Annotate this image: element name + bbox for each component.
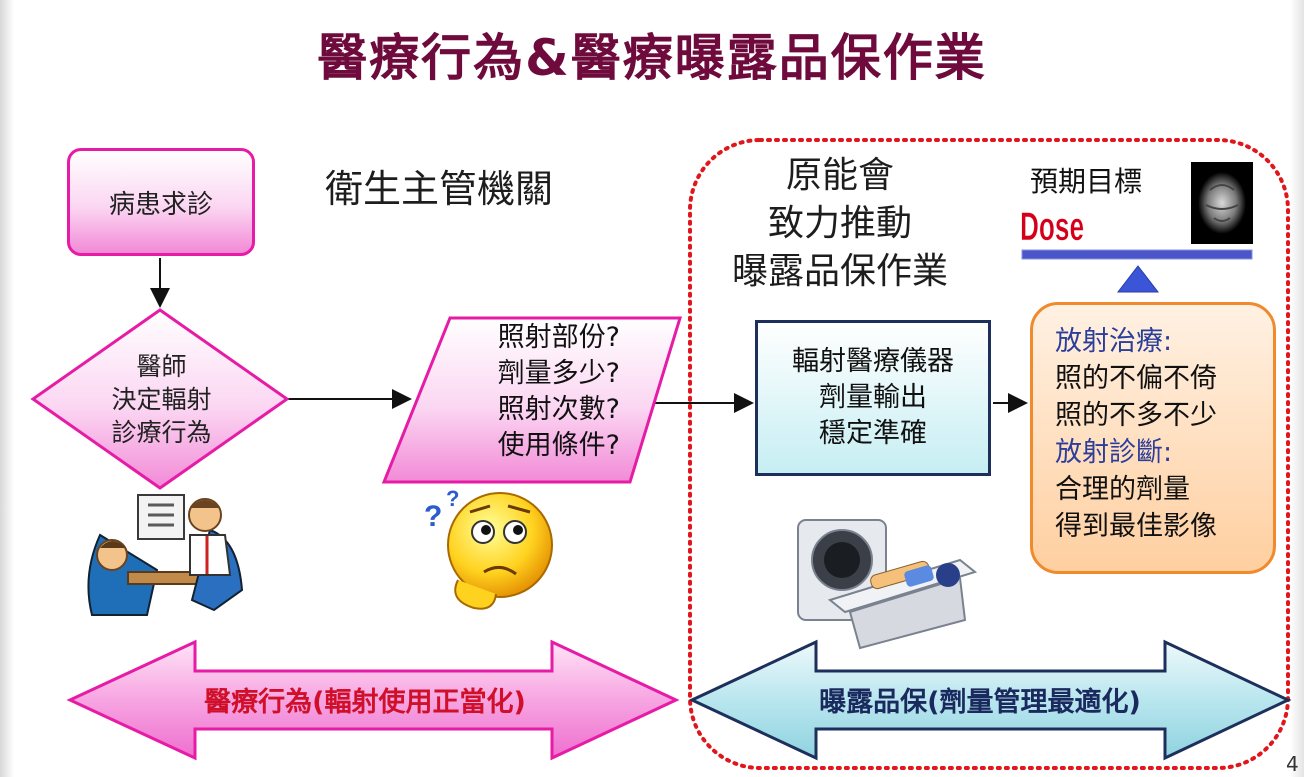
justification-arrow-label: 醫療行為(輻射使用正當化) [204, 687, 526, 718]
question-line: 使用條件? [497, 430, 620, 461]
balance-triangle-icon [1116, 265, 1160, 293]
device-line: 輻射醫療儀器 [792, 346, 954, 377]
questions-text: 照射部份? 劑量多少? 照射次數? 使用條件? [438, 320, 620, 464]
svg-text:Dose: Dose [1020, 205, 1084, 248]
aec-heading: 原能會 致力推動 曝露品保作業 [690, 152, 990, 296]
expected-goal-label: 預期目標 [1030, 165, 1143, 198]
arrow-right-double [688, 639, 1292, 761]
aec-line: 原能會 [785, 155, 894, 196]
goal-line-radiotherapy-heading: 放射治療: [1055, 326, 1173, 357]
device-box: 輻射醫療儀器 劑量輸出 穩定準確 [755, 320, 991, 476]
decision-line: 診療行為 [111, 418, 212, 447]
goal-line: 得到最佳影像 [1055, 511, 1217, 542]
aec-dotted-frame [688, 138, 1290, 770]
question-line: 劑量多少? [497, 358, 620, 389]
confused-smiley-icon: ? ? [424, 486, 553, 610]
slide-title: 醫療行為&醫療曝露品保作業 [317, 29, 987, 87]
question-line: 照射次數? [497, 394, 620, 425]
goal-bar [1021, 249, 1253, 260]
aec-line: 致力推動 [767, 203, 912, 244]
goals-box: 放射治療: 照的不偏不倚 照的不多不少 放射診斷: 合理的劑量 得到最佳影像 [1030, 302, 1276, 574]
arrow-left-double [66, 639, 680, 761]
goal-line: 合理的劑量 [1055, 474, 1190, 505]
svg-text:?: ? [446, 486, 459, 511]
question-line: 照射部份? [497, 322, 620, 353]
health-authority-label: 衛生主管機關 [325, 167, 554, 211]
goal-line: 照的不多不少 [1055, 400, 1217, 431]
decision-line: 醫師 [136, 352, 187, 381]
patient-visit-box: 病患求診 [67, 148, 255, 256]
svg-text:?: ? [424, 500, 442, 533]
dose-wordart-logo: Dose [1020, 205, 1085, 248]
page-number: 4 [1286, 752, 1299, 776]
patient-visit-label: 病患求診 [108, 189, 213, 220]
device-line: 劑量輸出 [819, 382, 927, 413]
ct-scanner-clipart-icon [797, 519, 978, 650]
device-line: 穩定準確 [819, 418, 927, 449]
decision-line: 決定輻射 [111, 385, 212, 414]
questions-parallelogram [381, 316, 683, 484]
optimization-arrow-label: 曝露品保(劑量管理最適化) [819, 687, 1141, 718]
aec-line: 曝露品保作業 [731, 251, 948, 292]
goal-line-diagnosis-heading: 放射診斷: [1055, 437, 1173, 468]
doctor-patient-clipart-icon [87, 494, 244, 616]
goal-line: 照的不偏不倚 [1055, 363, 1217, 394]
decision-text: 醫師 決定輻射 診療行為 [84, 350, 239, 449]
decision-diamond [30, 308, 290, 490]
